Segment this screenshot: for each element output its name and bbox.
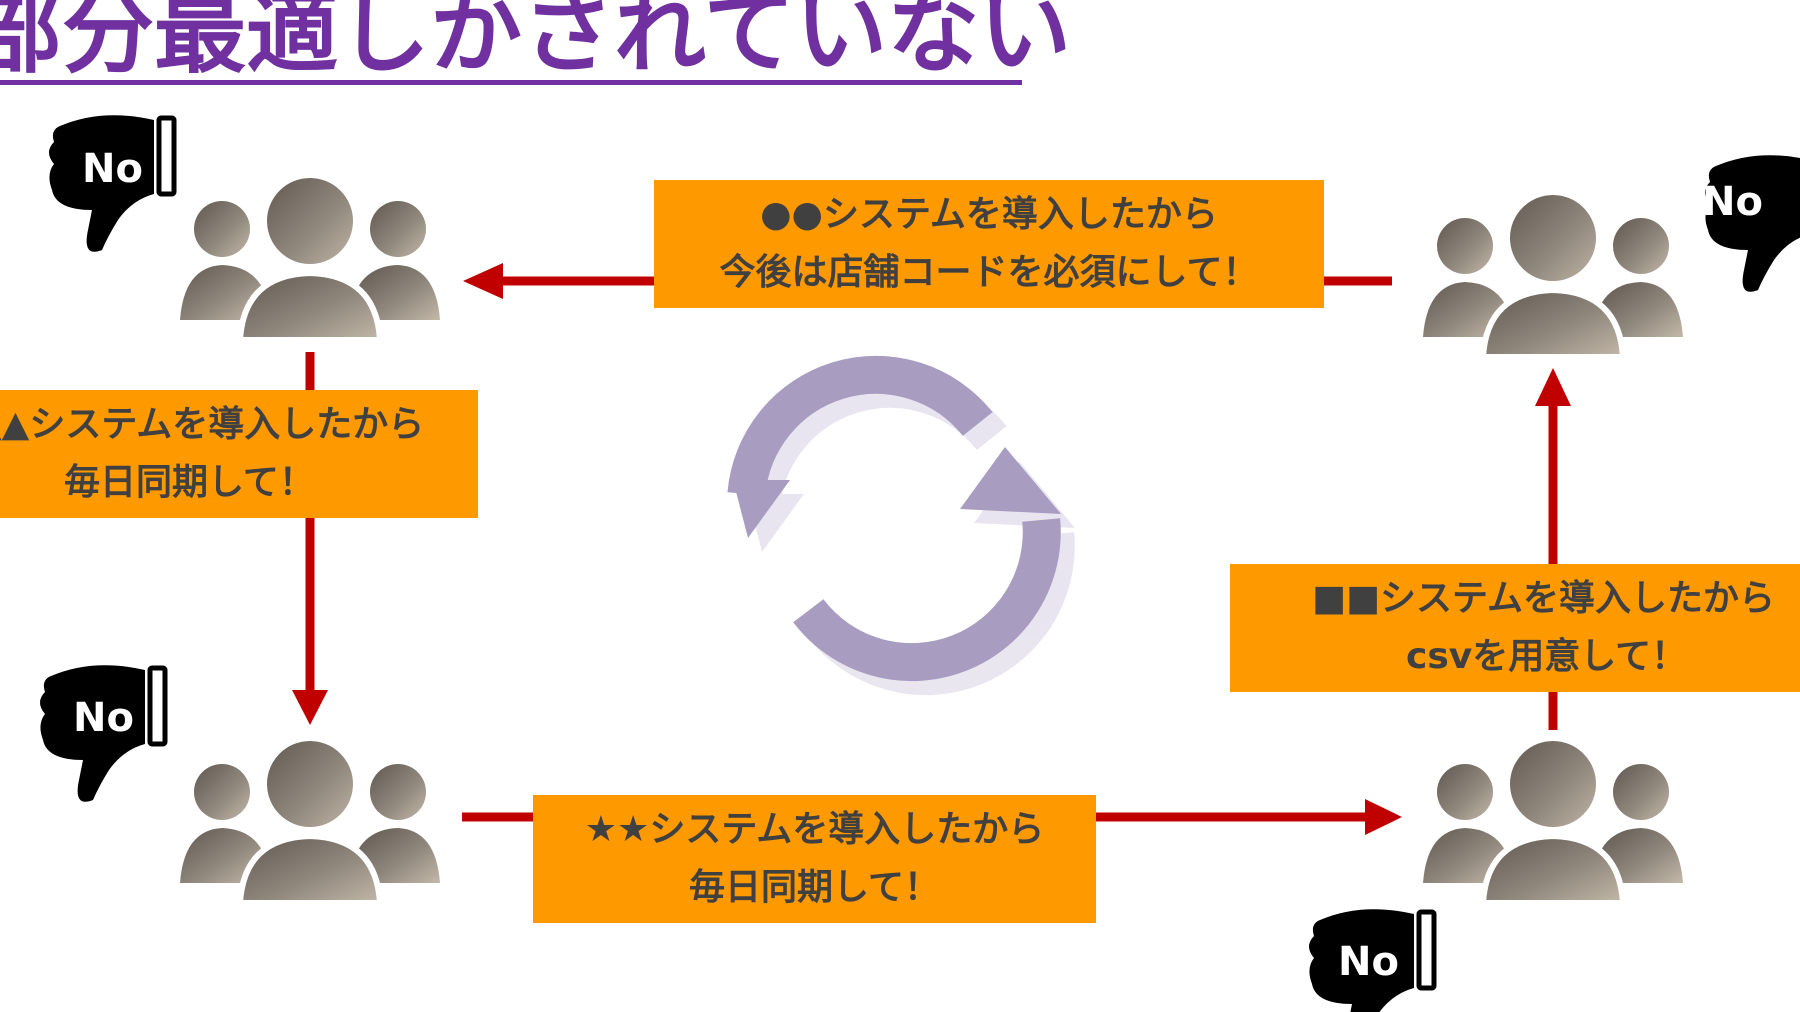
people-group-icon <box>1423 738 1683 903</box>
thumbs-down-badge: No <box>1702 155 1800 292</box>
thumbs-down-badge: No <box>1309 909 1434 1012</box>
label-left-line1: ▲▲システムを導入したから <box>0 404 425 445</box>
label-left-line2: 毎日同期して！ <box>64 462 315 503</box>
title-underline <box>0 80 1022 85</box>
refresh-cycle-icon <box>727 355 1075 696</box>
label-left: ▲▲システムを導入したから 毎日同期して！ <box>0 390 478 518</box>
label-bottom: ★★システムを導入したから 毎日同期して！ <box>533 795 1096 923</box>
people-group-icon <box>180 738 440 903</box>
label-bottom-line1: ★★システムを導入したから <box>584 809 1045 850</box>
label-top: ●●システムを導入したから 今後は店舗コードを必須にして！ <box>654 180 1324 308</box>
no-label: No <box>73 695 134 741</box>
no-label: No <box>82 146 143 192</box>
thumbs-down-badge: No <box>40 665 165 802</box>
people-group-icon <box>180 175 440 340</box>
people-group-icon <box>1423 192 1683 357</box>
label-right-line2: csvを用意して！ <box>1406 636 1688 677</box>
label-bottom-line2: 毎日同期して！ <box>689 867 940 908</box>
no-label: No <box>1702 179 1763 225</box>
label-top-line1: ●●システムを導入したから <box>760 194 1218 235</box>
no-label: No <box>1338 939 1399 985</box>
thumbs-down-badge: No <box>49 115 174 252</box>
label-right: ■■システムを導入したから csvを用意して！ <box>1230 564 1800 692</box>
label-top-line2: 今後は店舗コードを必須にして！ <box>719 252 1259 293</box>
page-title: 部分最適しかされていない <box>0 0 1072 86</box>
label-right-line1: ■■システムを導入したから <box>1312 578 1775 619</box>
